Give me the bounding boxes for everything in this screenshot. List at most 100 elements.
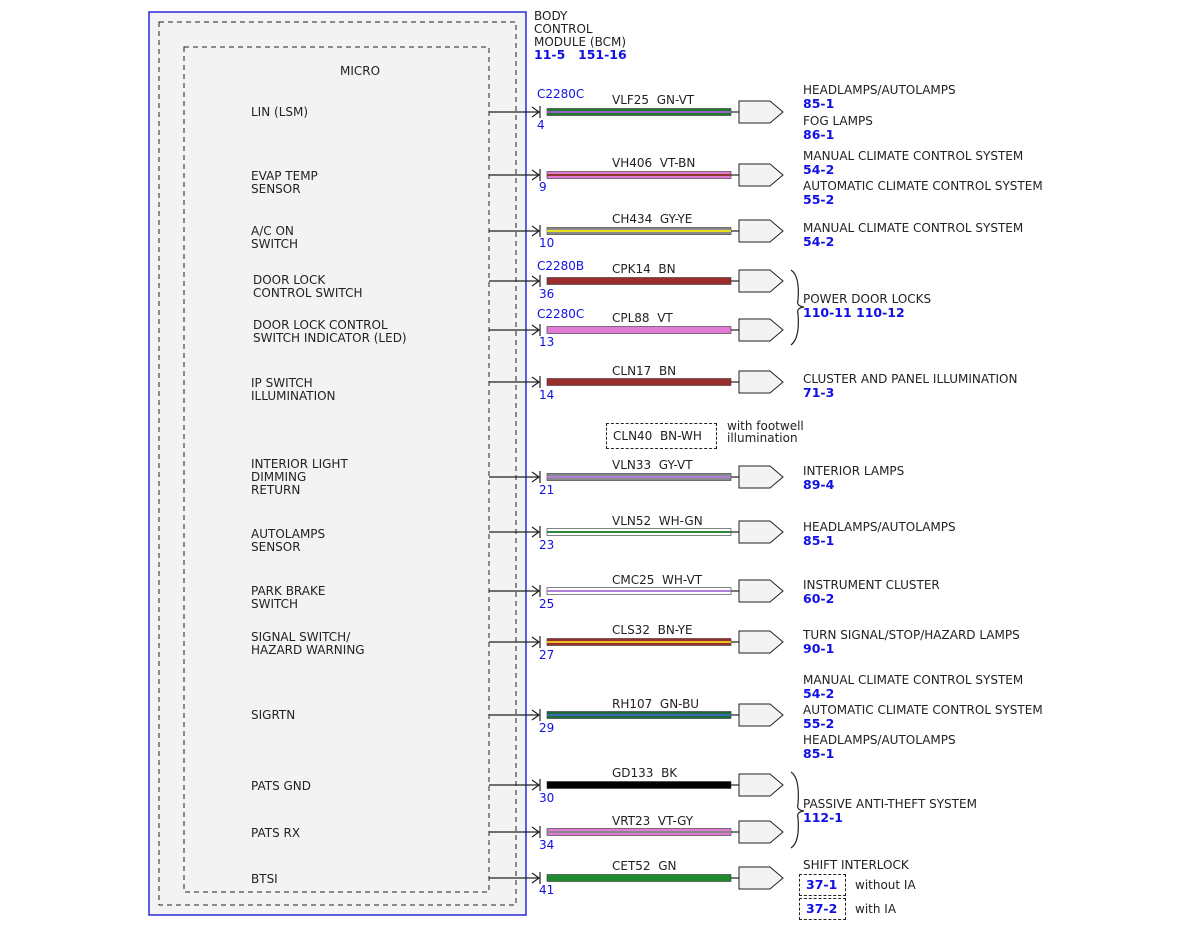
pin-arrow [531,225,541,237]
pin-arrow [531,826,541,838]
pin-arrow [531,779,541,791]
dest-ref-85-1[interactable]: 85-1 [803,746,835,761]
dest-ref-71-3[interactable]: 71-3 [803,385,835,400]
shift-interlock-ref-box-2 [799,898,846,920]
wire-tracer [547,230,731,232]
shift-note-without-ia: without IA [855,878,916,892]
dest-ref-55-2[interactable]: 55-2 [803,192,835,207]
dest-automatic-climate: AUTOMATIC CLIMATE CONTROL SYSTEM [803,703,1043,717]
destination-arrow [738,703,784,727]
wire-label: CET52 GN [612,859,677,873]
pin-number: 36 [539,287,555,301]
pin-number: 13 [539,335,555,349]
pin-number: 30 [539,791,555,805]
connector-label: C2280C [537,307,585,321]
pin-number: 21 [539,483,555,497]
module-ref-1[interactable]: 11-5 [534,47,566,62]
destination-arrow [738,820,784,844]
wire-tracer [547,714,731,716]
optional-wire-label: CLN40 BN-WH [613,429,702,443]
destination-arrow [738,773,784,797]
dest-ref-55-2[interactable]: 55-2 [803,716,835,731]
dest-shift-interlock: SHIFT INTERLOCK [803,858,909,872]
destination-arrow [738,866,784,890]
dest-ref-54-2[interactable]: 54-2 [803,234,835,249]
pin-arrow [531,106,541,118]
destination-arrow [738,370,784,394]
wire-label: VLN52 WH-GN [612,514,703,528]
brace-power-door-locks [790,269,805,346]
input-label-interior-dim: INTERIOR LIGHT DIMMING RETURN [251,457,348,497]
bcm-inner-dashed-box [158,21,517,906]
dest-fog-lamps: FOG LAMPS [803,114,873,128]
dest-ref-85-1[interactable]: 85-1 [803,96,835,111]
dest-ref-85-1[interactable]: 85-1 [803,533,835,548]
destination-arrow [738,318,784,342]
input-label-door-lock: DOOR LOCK CONTROL SWITCH [253,273,363,300]
module-ref-2[interactable]: 151-16 [578,47,627,62]
pin-number: 9 [539,180,547,194]
optional-circuit-box [606,423,717,449]
dest-manual-climate: MANUAL CLIMATE CONTROL SYSTEM [803,149,1024,163]
dest-passive-anti-theft: PASSIVE ANTI-THEFT SYSTEM [803,797,977,811]
dest-ref-54-2[interactable]: 54-2 [803,686,835,701]
input-label-pats-rx: PATS RX [251,826,301,840]
destination-arrow [738,465,784,489]
module-title: BODY CONTROL MODULE (BCM) [534,9,627,49]
input-label-autolamps: AUTOLAMPS SENSOR [251,527,326,554]
wire-body [546,326,732,334]
dest-manual-climate: MANUAL CLIMATE CONTROL SYSTEM [803,673,1024,687]
dest-ref-112-1[interactable]: 112-1 [803,810,843,825]
wire-tracer [547,831,731,833]
pin-arrow [531,324,541,336]
dest-ref-90-1[interactable]: 90-1 [803,641,835,656]
wire-label: VRT23 VT-GY [612,814,694,828]
pin-number: 4 [537,118,545,132]
dest-interior-lamps: INTERIOR LAMPS [803,464,905,478]
wire-tracer [547,174,731,176]
input-label-ac-on: A/C ON SWITCH [251,224,299,251]
micro-label: MICRO [340,64,381,78]
wire-label: VH406 VT-BN [612,156,696,170]
input-label-btsi: BTSI [251,872,278,886]
pin-number: 41 [539,883,555,897]
input-label-signal: SIGNAL SWITCH/ HAZARD WARNING [251,630,365,657]
wire-tracer [547,590,731,592]
brace-passive-anti-theft [790,771,805,849]
destination-arrow [738,100,784,124]
dest-manual-climate: MANUAL CLIMATE CONTROL SYSTEM [803,221,1024,235]
pin-number: 14 [539,388,555,402]
connector-label: C2280B [537,259,585,273]
input-label-lin: LIN (LSM) [251,105,309,119]
pin-arrow [531,376,541,388]
dest-ref-110-11[interactable]: 110-11 110-12 [803,305,905,320]
shift-interlock-ref-box-1 [799,874,846,896]
dest-instrument-cluster: INSTRUMENT CLUSTER [803,578,940,592]
wire-body [546,781,732,789]
dest-ref-37-1[interactable]: 37-1 [806,877,838,892]
input-label-park-brake: PARK BRAKE SWITCH [251,584,326,611]
connector-label: C2280C [537,87,585,101]
destination-arrow [738,520,784,544]
pin-number: 25 [539,597,555,611]
dest-headlamps-autolamps: HEADLAMPS/AUTOLAMPS [803,83,956,97]
dest-ref-54-2[interactable]: 54-2 [803,162,835,177]
pin-arrow [531,636,541,648]
wire-label: CH434 GY-YE [612,212,693,226]
pin-arrow [531,169,541,181]
dest-power-door-locks: POWER DOOR LOCKS [803,292,932,306]
wire-label: CPL88 VT [612,311,673,325]
dest-automatic-climate: AUTOMATIC CLIMATE CONTROL SYSTEM [803,179,1043,193]
pin-number: 34 [539,838,555,852]
wire-label: CLN17 BN [612,364,677,378]
dest-ref-60-2[interactable]: 60-2 [803,591,835,606]
pin-arrow [531,526,541,538]
dest-ref-89-4[interactable]: 89-4 [803,477,835,492]
pin-arrow [531,709,541,721]
pin-number: 23 [539,538,555,552]
dest-ref-37-2[interactable]: 37-2 [806,901,838,916]
pin-arrow [531,275,541,287]
wire-label: CPK14 BN [612,262,676,276]
dest-ref-86-1[interactable]: 86-1 [803,127,835,142]
